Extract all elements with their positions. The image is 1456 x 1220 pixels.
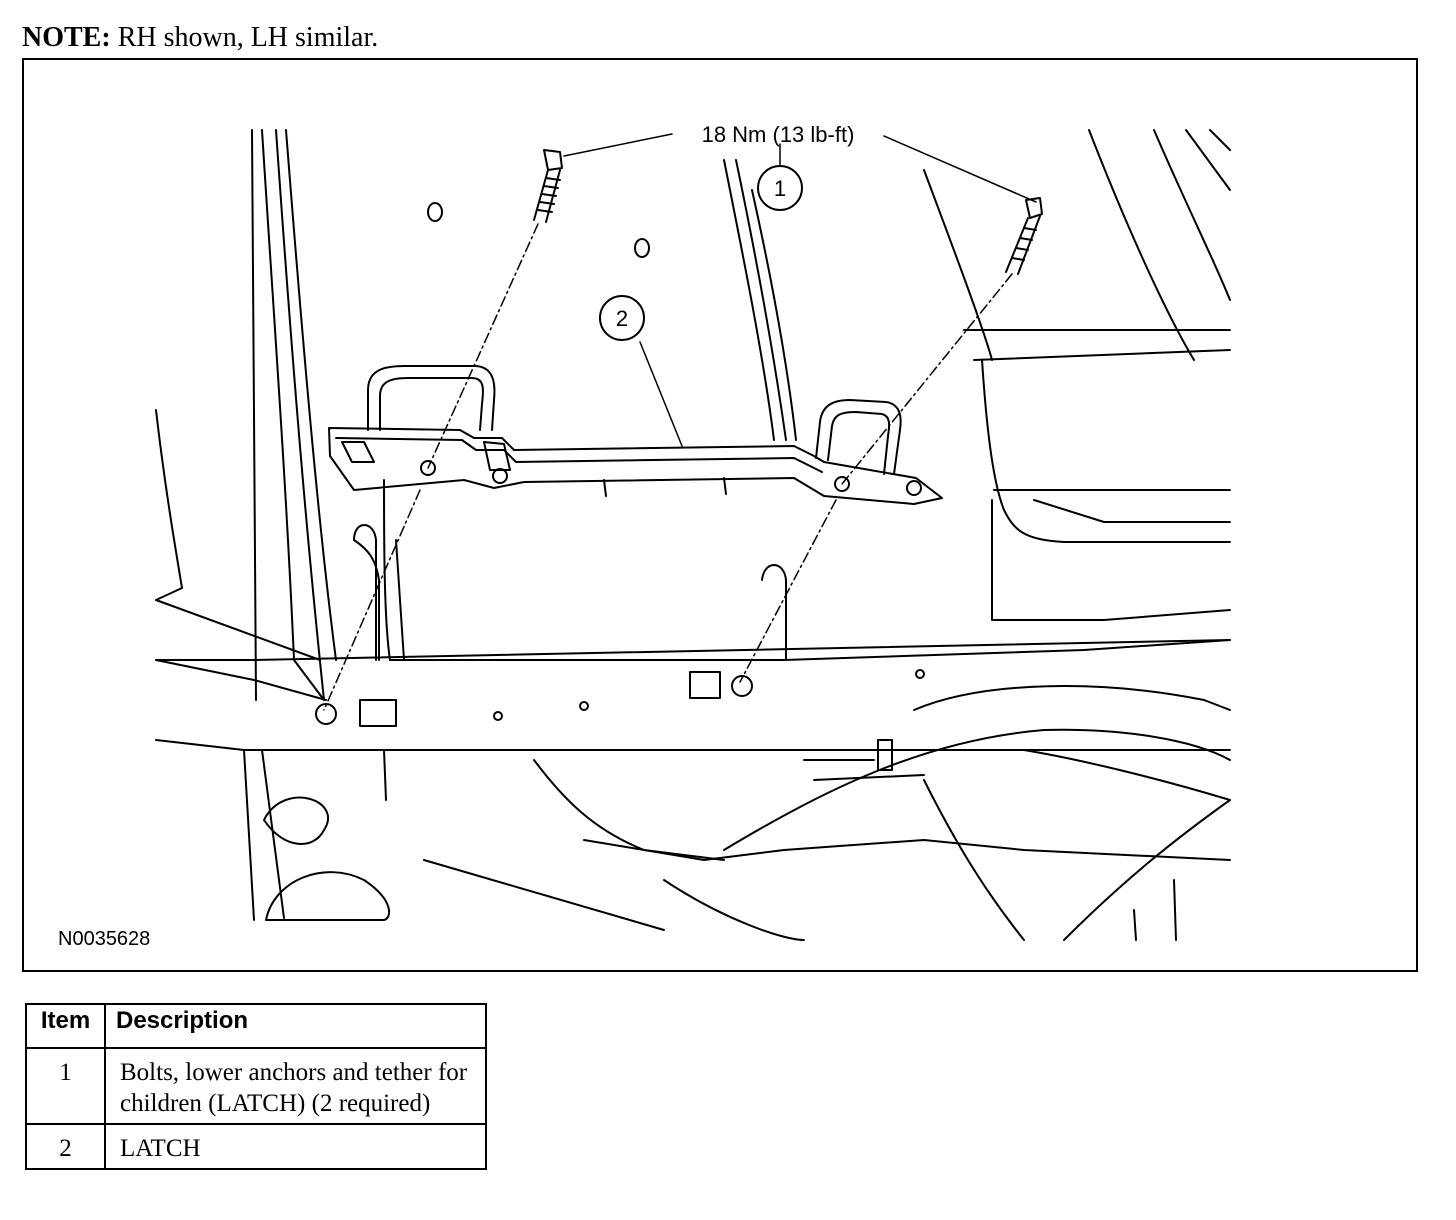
vehicle-body-lines bbox=[155, 129, 1231, 941]
torque-spec-label: 18 Nm (13 lb-ft) bbox=[702, 122, 855, 147]
bolts bbox=[533, 149, 1043, 275]
item-description: Bolts, lower anchors and tether for chil… bbox=[104, 1047, 487, 1125]
note-text: RH shown, LH similar. bbox=[110, 22, 379, 53]
callout-balloons bbox=[599, 165, 803, 341]
latch-bar-assembly bbox=[328, 365, 943, 505]
item-description-table: Item Description 1 Bolts, lower anchors … bbox=[25, 1003, 487, 1170]
item-number: 2 bbox=[25, 1123, 106, 1170]
table-row: 2 LATCH bbox=[25, 1123, 487, 1170]
table-row: 1 Bolts, lower anchors and tether for ch… bbox=[25, 1047, 487, 1125]
header-item: Item bbox=[25, 1003, 106, 1049]
note-prefix: NOTE: bbox=[22, 22, 111, 53]
callout-2-label: 2 bbox=[616, 306, 628, 331]
latch-installation-drawing: 1 2 18 Nm (13 lb-ft) bbox=[155, 122, 1231, 941]
installation-guide-lines bbox=[323, 223, 1013, 711]
figure-id: N0035628 bbox=[58, 928, 151, 950]
diagram-figure: 1 2 18 Nm (13 lb-ft) N0035628 bbox=[22, 58, 1418, 972]
table-header-row: Item Description bbox=[25, 1003, 487, 1049]
note: NOTE: RH shown, LH similar. bbox=[22, 22, 378, 54]
leader-lines bbox=[563, 133, 1037, 447]
item-number: 1 bbox=[25, 1047, 106, 1125]
item-description: LATCH bbox=[104, 1123, 487, 1170]
header-description: Description bbox=[104, 1003, 487, 1049]
callout-1-label: 1 bbox=[774, 176, 786, 201]
